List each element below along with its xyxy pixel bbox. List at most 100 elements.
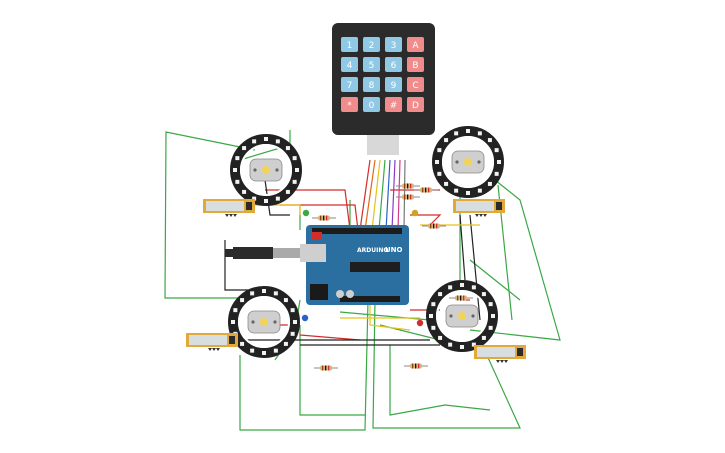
pixel-led	[295, 168, 299, 172]
resistor-band	[430, 223, 432, 229]
pixel-led	[481, 335, 486, 340]
pixel-led	[292, 156, 297, 161]
keypad-key[interactable]: 7	[341, 77, 358, 92]
sensor-element	[456, 201, 494, 211]
neopixel-ring-with-motor	[230, 134, 302, 206]
keypad-key-face	[385, 57, 402, 72]
pixel-led	[494, 171, 499, 176]
keypad-key[interactable]: 3	[385, 37, 402, 52]
sensor-lead	[212, 348, 216, 351]
resistor-band	[425, 187, 427, 193]
sensor-strip	[186, 333, 238, 351]
barrel-jack-icon	[310, 284, 328, 300]
sensor-lead	[500, 360, 504, 363]
resistor-band	[457, 295, 459, 301]
pixel-led	[264, 137, 268, 141]
pixel-led	[293, 320, 297, 324]
sensor-lead	[208, 348, 212, 351]
keypad-key[interactable]: 1	[341, 37, 358, 52]
pixel-led	[275, 196, 280, 201]
pixel-led	[431, 325, 436, 330]
pixel-led	[264, 199, 268, 203]
pixel-led	[460, 345, 464, 349]
pixel-led	[477, 131, 482, 136]
sensor-element	[189, 335, 227, 345]
motor-screw	[273, 320, 277, 324]
resistor-band	[326, 215, 328, 221]
pixel-led	[285, 189, 290, 194]
resistor	[314, 365, 338, 371]
pixel-led	[471, 342, 476, 347]
keypad-key[interactable]: #	[385, 97, 402, 112]
pixel-led	[488, 302, 493, 307]
pixel-led	[283, 341, 288, 346]
motor-screw	[477, 160, 481, 164]
neopixel-ring-with-motor	[228, 286, 300, 358]
motor-screw	[449, 314, 453, 318]
usb-cable-end	[225, 249, 233, 257]
keypad-key[interactable]: A	[407, 37, 424, 52]
keypad-ribbon-wires	[359, 159, 406, 231]
pixel-led	[454, 188, 459, 193]
sensor-strip	[203, 199, 255, 217]
usb-cable	[225, 247, 300, 259]
keypad-key-face	[363, 77, 380, 92]
pixel-led	[235, 179, 240, 184]
pixel-led	[262, 351, 266, 355]
resistor	[404, 363, 428, 369]
resistor-band	[433, 223, 435, 229]
keypad-key-label: 7	[347, 81, 353, 91]
keypad-key-label: 2	[369, 41, 375, 51]
keypad-key-label: C	[412, 81, 418, 91]
keypad-key[interactable]: D	[407, 97, 424, 112]
pixel-led	[285, 146, 290, 151]
ring-inner-edge	[436, 290, 488, 342]
header-digital	[312, 228, 402, 234]
keypad-key[interactable]: B	[407, 57, 424, 72]
resistor-band	[407, 194, 409, 200]
sensor-lead	[496, 360, 500, 363]
pixel-led	[444, 138, 449, 143]
keypad-key[interactable]: C	[407, 77, 424, 92]
arduino-brand: ARDUINO	[357, 247, 388, 254]
resistor-band	[463, 295, 465, 301]
motor-shaft	[464, 158, 472, 166]
pixel-led	[292, 179, 297, 184]
resistor	[422, 223, 446, 229]
keypad-key-face	[341, 37, 358, 52]
pixel-led	[454, 131, 459, 136]
resistor-band	[410, 194, 412, 200]
keypad-key[interactable]: 9	[385, 77, 402, 92]
keypad-key[interactable]: *	[341, 97, 358, 112]
resistor-band	[428, 187, 430, 193]
keypad-key[interactable]: 2	[363, 37, 380, 52]
motor-shaft	[260, 318, 268, 326]
keypad-key[interactable]: 6	[385, 57, 402, 72]
motor-screw	[471, 314, 475, 318]
ring-inner-edge	[238, 296, 290, 348]
motor-shaft	[458, 312, 466, 320]
pixel-led	[437, 148, 442, 153]
pixel-led	[275, 139, 280, 144]
keypad-key-label: *	[347, 101, 352, 111]
keypad-key[interactable]: 5	[363, 57, 380, 72]
keypad-key-label: B	[412, 61, 418, 71]
usb-plug	[233, 247, 273, 259]
resistor	[312, 215, 336, 221]
sensor-pin	[496, 202, 502, 210]
resistor-band	[328, 365, 330, 371]
keypad-key[interactable]: 0	[363, 97, 380, 112]
resistor-band	[407, 183, 409, 189]
pixel-led	[250, 348, 255, 353]
resistor-band	[322, 365, 324, 371]
keypad-key[interactable]: 4	[341, 57, 358, 72]
sensor-lead	[225, 214, 229, 217]
keypad-key-face	[363, 37, 380, 52]
green-led	[302, 209, 310, 217]
resistor-band	[404, 183, 406, 189]
keypad-key[interactable]: 8	[363, 77, 380, 92]
reset-button[interactable]	[312, 232, 322, 240]
resistor-band	[460, 295, 462, 301]
sensor-lead	[229, 214, 233, 217]
